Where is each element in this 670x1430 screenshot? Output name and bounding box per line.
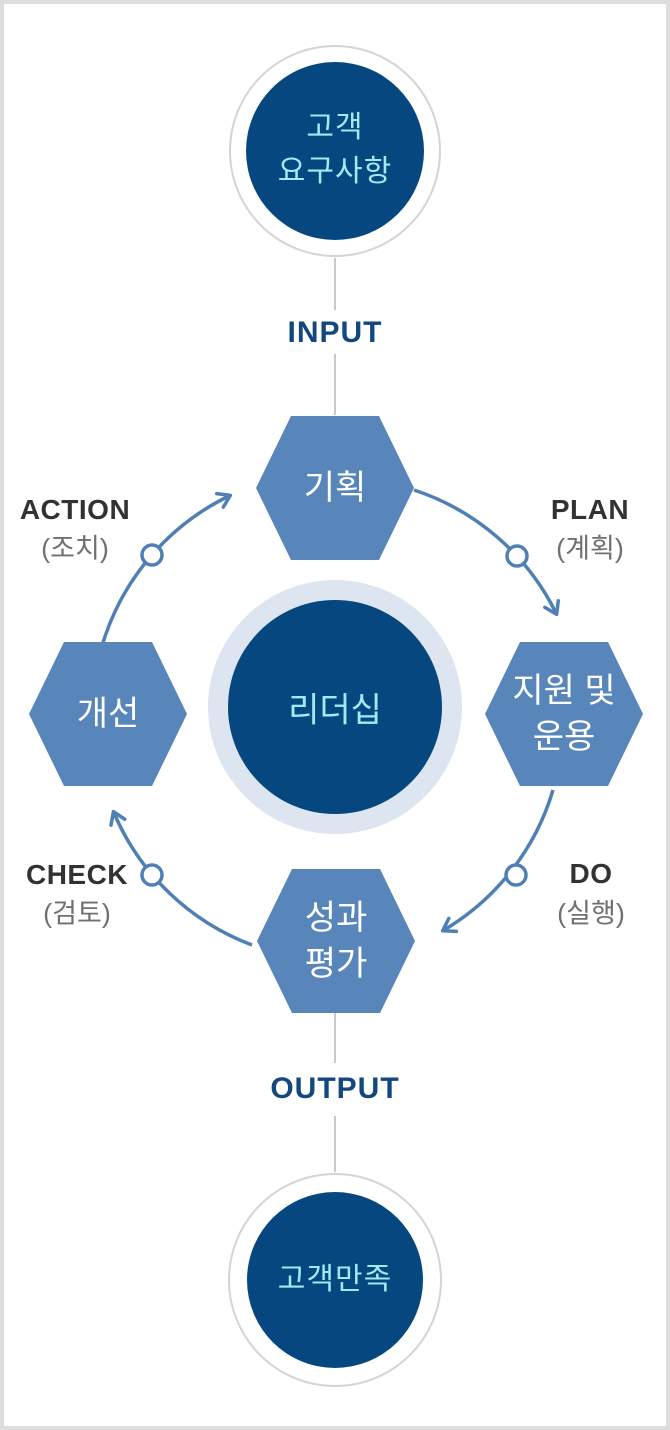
action-arc-ring	[140, 543, 164, 567]
do-arrow-arc	[440, 789, 555, 934]
check-arrow-arc	[109, 809, 253, 947]
output-node-label: 고객만족	[277, 1263, 393, 1296]
do-hexagon-label: 지원 및 운용	[512, 672, 616, 756]
check-label-en: CHECK	[25, 859, 129, 890]
check-hexagon-label: 성과 평가	[304, 899, 368, 983]
plan-arc-ring	[505, 544, 529, 568]
check-hexagon	[257, 869, 415, 1013]
output-node-circle	[247, 1192, 423, 1368]
leadership-label: 리더십	[288, 691, 382, 730]
action-hexagon-label: 개선	[76, 695, 140, 733]
action-label-en: ACTION	[19, 494, 131, 525]
output-caption: OUTPUT	[270, 1072, 400, 1105]
check-arc-ring	[140, 863, 164, 887]
do-arc-ring	[504, 863, 528, 887]
plan-hexagon	[256, 416, 414, 560]
action-label-ko: (조치)	[41, 533, 109, 564]
input-caption: INPUT	[287, 316, 383, 349]
input-node-label: 고객 요구사항	[277, 111, 393, 188]
plan-label-ko: (계획)	[556, 533, 624, 564]
input-node-circle	[246, 62, 424, 240]
plan-label-en: PLAN	[550, 494, 630, 525]
plan-hexagon-label: 기획	[303, 469, 367, 507]
action-hexagon	[29, 642, 187, 786]
do-hexagon	[485, 642, 643, 786]
check-label-ko: (검토)	[43, 898, 111, 929]
do-label-ko: (실행)	[557, 898, 625, 929]
plan-arrow-arc	[413, 488, 561, 617]
do-label-en: DO	[569, 858, 613, 889]
leadership-circle	[228, 600, 442, 814]
